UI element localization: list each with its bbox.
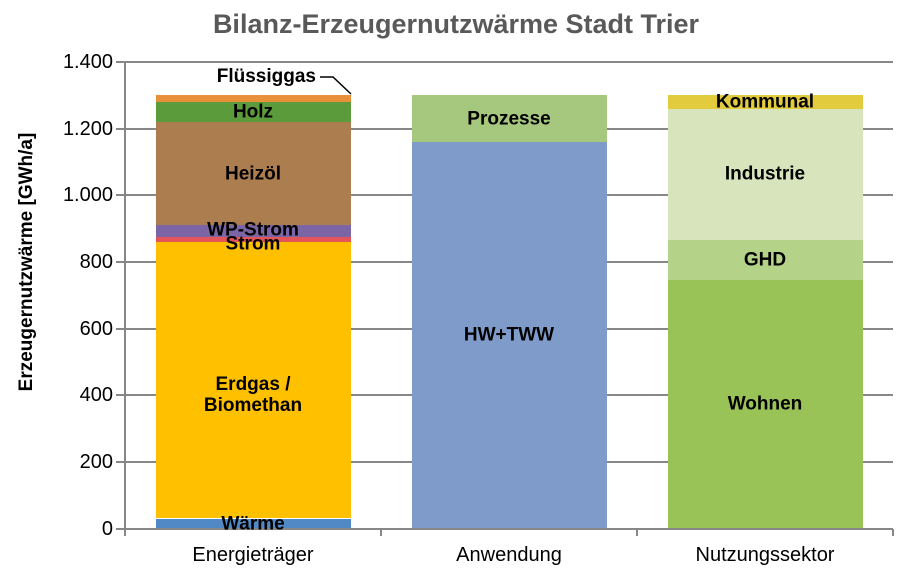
segment-label: Industrie bbox=[724, 163, 806, 185]
bar-segment bbox=[667, 240, 863, 281]
y-tick-label: 800 bbox=[79, 250, 113, 273]
chart-title: Bilanz-Erzeugernutzwärme Stadt Trier bbox=[212, 9, 700, 39]
bar-segment bbox=[155, 236, 351, 242]
y-axis-tick bbox=[116, 527, 125, 530]
y-axis-tick bbox=[116, 194, 125, 197]
y-tick-label: 600 bbox=[79, 317, 113, 340]
y-axis-tick bbox=[116, 127, 125, 130]
x-axis-tick bbox=[380, 528, 382, 536]
y-axis-tick bbox=[116, 327, 125, 330]
gridline bbox=[125, 527, 893, 530]
fluessiggas-callout-label: Flüssiggas bbox=[216, 66, 316, 87]
bar-segment bbox=[155, 121, 351, 226]
bar-segment bbox=[155, 241, 351, 519]
y-axis-tick bbox=[116, 460, 125, 463]
y-tick-label: 0 bbox=[101, 517, 113, 540]
segment-label: Erdgas / Biomethan bbox=[203, 374, 303, 417]
y-axis-tick bbox=[116, 260, 125, 263]
bar-segment bbox=[155, 518, 351, 529]
x-axis-tick bbox=[124, 528, 126, 536]
bar-segment bbox=[667, 95, 863, 109]
y-tick-label: 1.400 bbox=[62, 51, 113, 73]
segment-label: Wärme bbox=[221, 513, 285, 534]
bar-segment bbox=[411, 95, 607, 142]
bar-segment bbox=[667, 280, 863, 529]
category-label: Nutzungssektor bbox=[695, 543, 835, 566]
y-tick-label: 200 bbox=[79, 450, 113, 473]
segment-label: HW+TWW bbox=[463, 324, 555, 346]
bar-segment bbox=[155, 95, 351, 102]
bar-segment bbox=[155, 225, 351, 237]
segment-label: GHD bbox=[743, 249, 787, 271]
segment-label: Prozesse bbox=[467, 108, 551, 130]
category-label: Anwendung bbox=[456, 543, 562, 566]
bar-segment bbox=[411, 141, 607, 529]
y-axis-line bbox=[124, 62, 126, 536]
segment-label: Strom bbox=[225, 233, 281, 255]
category-label: Energieträger bbox=[192, 543, 314, 566]
segment-label: Wohnen bbox=[727, 393, 803, 415]
segment-label: Heizöl bbox=[225, 163, 281, 185]
x-axis-tick bbox=[892, 528, 894, 536]
bar-segment bbox=[667, 108, 863, 241]
x-axis-tick bbox=[636, 528, 638, 536]
y-tick-label: 1.000 bbox=[62, 184, 113, 207]
y-tick-label: 400 bbox=[79, 384, 113, 407]
segment-label: Holz bbox=[232, 101, 274, 123]
bar-segment bbox=[155, 101, 351, 122]
y-tick-label: 1.200 bbox=[62, 117, 113, 140]
segment-label: Kommunal bbox=[715, 91, 815, 113]
gridline bbox=[125, 61, 893, 63]
segment-label: WP-Strom bbox=[207, 219, 299, 241]
y-axis-tick bbox=[116, 394, 125, 397]
y-axis-tick bbox=[116, 61, 125, 63]
